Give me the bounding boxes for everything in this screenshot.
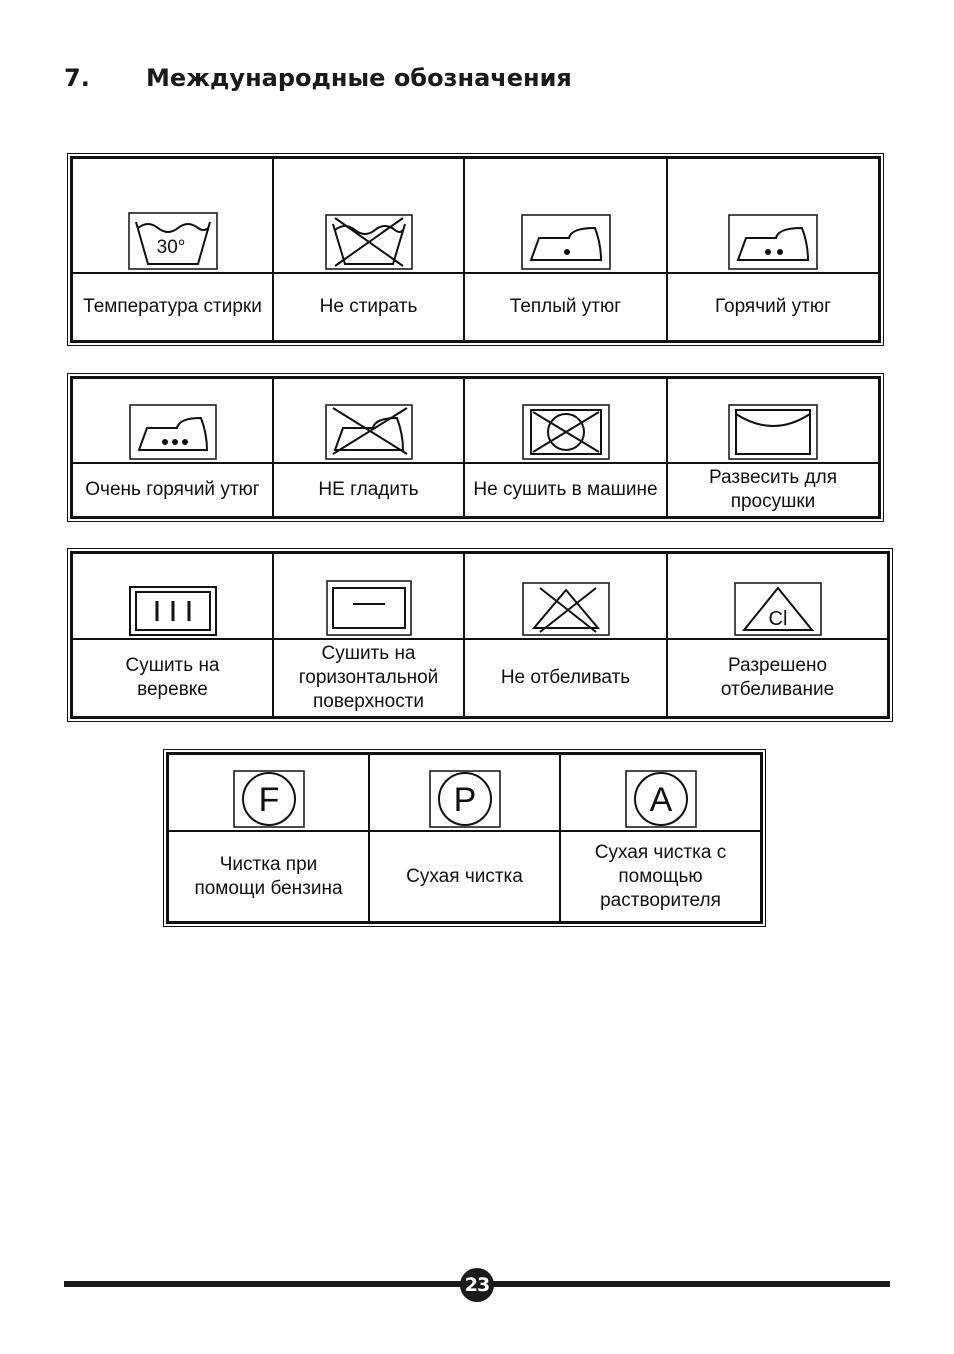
do-not-iron-icon	[324, 404, 413, 460]
iron-three-dots-icon	[128, 404, 217, 460]
svg-text:30°: 30°	[156, 237, 185, 258]
symbol-cell	[71, 377, 274, 464]
symbol-label: Очень горячий утюг	[71, 462, 274, 518]
symbol-label: Сухая чистка с помощью растворителя	[559, 830, 762, 923]
symbol-label: Сушить на горизонтальной поверхности	[272, 638, 465, 718]
symbol-cell	[272, 377, 465, 464]
symbol-label: Не отбеливать	[463, 638, 668, 718]
do-not-tumble-dry-icon	[521, 404, 610, 460]
wash-30-icon: 30°	[127, 212, 218, 270]
symbol-cell	[666, 377, 880, 464]
symbol-cell: A	[559, 753, 762, 832]
svg-text:F: F	[258, 781, 279, 819]
symbol-label: Сухая чистка	[368, 830, 561, 923]
symbol-cell	[272, 552, 465, 640]
svg-text:A: A	[649, 781, 672, 819]
chlorine-bleach-icon: Cl	[733, 582, 822, 636]
symbol-cell	[272, 157, 465, 274]
care-symbols-table-2: Очень горячий утюг НЕ гладить Не сушить …	[67, 373, 884, 522]
hang-dry-icon	[728, 404, 818, 460]
symbol-cell	[463, 552, 668, 640]
do-not-bleach-icon	[521, 582, 610, 636]
care-symbols-table-4: F P A Чистка при помощи бензина Су	[163, 749, 766, 927]
symbol-cell: F	[167, 753, 370, 832]
symbol-cell	[666, 157, 880, 274]
iron-one-dot-icon	[520, 214, 611, 270]
section-number: 7.	[64, 64, 90, 92]
page-number-badge: 23	[460, 1268, 494, 1302]
symbol-label: НЕ гладить	[272, 462, 465, 518]
symbol-cell	[71, 552, 274, 640]
dry-clean-p-icon: P	[428, 770, 501, 828]
svg-text:P: P	[453, 781, 476, 819]
line-dry-icon	[128, 586, 217, 636]
dry-clean-a-icon: A	[624, 770, 697, 828]
svg-text:Cl: Cl	[768, 608, 787, 630]
symbol-label: Развесить для просушки	[666, 462, 880, 518]
dry-flat-icon	[325, 580, 412, 636]
do-not-wash-icon	[324, 214, 413, 270]
symbol-cell	[463, 157, 668, 274]
symbol-label: Температура стирки	[71, 272, 274, 342]
symbol-cell: P	[368, 753, 561, 832]
section-heading: 7. Международные обозначения	[64, 64, 572, 92]
dry-clean-f-icon: F	[232, 770, 305, 828]
symbol-label: Разрешено отбеливание	[666, 638, 889, 718]
symbol-cell: Cl	[666, 552, 889, 640]
symbol-cell	[463, 377, 668, 464]
symbol-label: Чистка при помощи бензина	[167, 830, 370, 923]
section-title: Международные обозначения	[146, 64, 572, 92]
care-symbols-table-1: 30°	[67, 153, 884, 346]
symbol-label: Теплый утюг	[463, 272, 668, 342]
symbol-label: Сушить на веревке	[71, 638, 274, 718]
iron-two-dots-icon	[728, 214, 818, 270]
symbol-label: Не сушить в машине	[463, 462, 668, 518]
care-symbols-table-3: Cl Сушить на веревке Сушить на горизонта…	[67, 548, 893, 722]
symbol-label: Не стирать	[272, 272, 465, 342]
symbol-label: Горячий утюг	[666, 272, 880, 342]
symbol-cell: 30°	[71, 157, 274, 274]
